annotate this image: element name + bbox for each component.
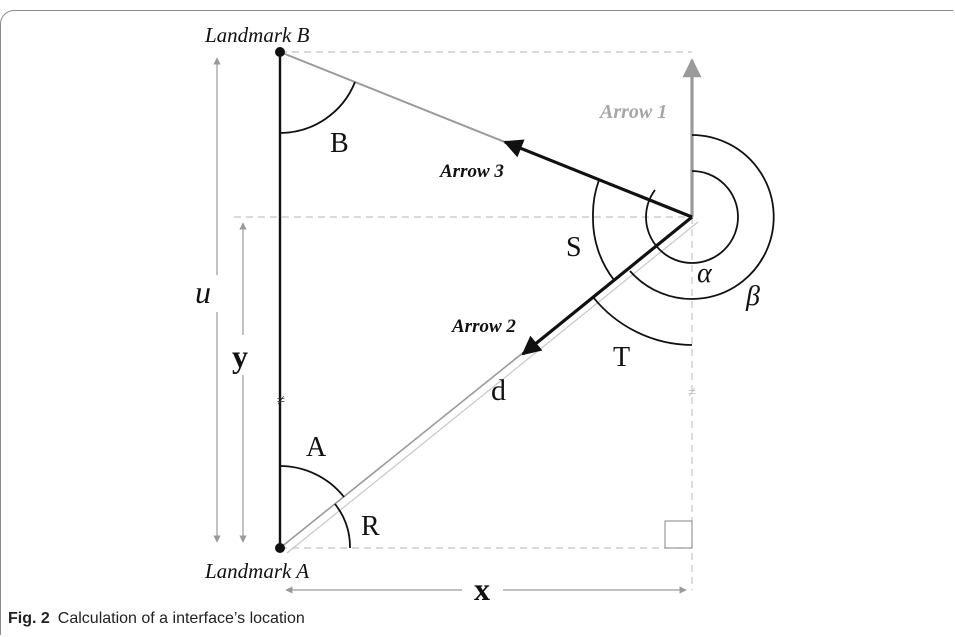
- distance-d-label: d: [491, 374, 506, 407]
- right-angle-mark: [664, 520, 693, 549]
- arc-beta: [629, 134, 775, 300]
- distance-u-label: u: [195, 274, 211, 310]
- landmark-b-point: [275, 47, 285, 57]
- angle-alpha-label: α: [697, 258, 713, 289]
- arc-angle-r: [334, 503, 351, 549]
- landmark-a-label: Landmark A: [204, 559, 309, 583]
- angle-a-label: A: [306, 432, 327, 463]
- arc-angle-a: [279, 465, 345, 498]
- angle-b-label: B: [330, 128, 349, 159]
- landmark-a-point: [275, 543, 285, 553]
- dashed-guides: [234, 51, 693, 590]
- figure-caption: Fig. 2 Calculation of a interface’s locat…: [8, 610, 305, 628]
- arrow-2-label: Arrow 2: [451, 316, 516, 337]
- distance-y-label: y: [232, 338, 248, 374]
- angle-s-label: S: [566, 232, 582, 263]
- arrow-1-label: Arrow 1: [598, 101, 667, 123]
- side-a-to-origin-inner: [286, 221, 699, 554]
- geometry-diagram: ≠ ≠ Landmark B Landmark A Arrow 1 Arrow …: [195, 23, 775, 607]
- caption-text: Calculation of a interface’s location: [57, 610, 305, 627]
- tick-mark-left: ≠: [277, 393, 285, 409]
- arc-angle-b: [279, 81, 356, 134]
- figure-number: Fig. 2: [8, 610, 50, 627]
- arc-angle-s: [592, 179, 615, 281]
- arrow-2: [521, 215, 694, 356]
- tick-mark-right: ≠: [688, 385, 696, 401]
- arc-alpha: [645, 170, 739, 264]
- angle-t-label: T: [613, 342, 630, 373]
- figure-frame: [0, 10, 953, 635]
- distance-x-label: x: [474, 571, 490, 607]
- arc-angle-t: [592, 296, 693, 346]
- angle-beta-label: β: [745, 281, 760, 312]
- angle-r-label: R: [361, 511, 380, 542]
- angle-arcs: [279, 81, 775, 549]
- landmark-b-label: Landmark B: [204, 23, 310, 47]
- arrow-3: [503, 139, 693, 219]
- arrow-3-label: Arrow 3: [439, 161, 504, 182]
